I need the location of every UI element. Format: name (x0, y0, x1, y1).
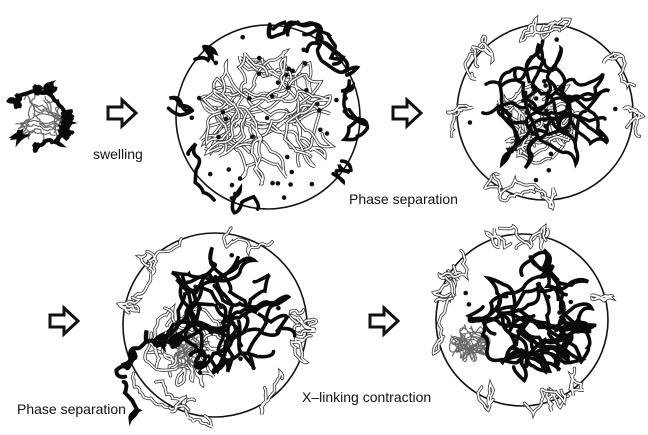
monomer-dot (554, 37, 559, 42)
shell-chain (341, 81, 366, 124)
arrow-right-icon (393, 100, 421, 126)
monomer-dot (317, 108, 322, 113)
stage-5-crosslinked-particle (433, 226, 612, 414)
monomer-dot (247, 96, 252, 101)
monomer-dot (468, 120, 473, 125)
monomer-dot (524, 110, 529, 115)
monomer-dot (198, 371, 203, 376)
monomer-dot (505, 324, 510, 329)
ring-chain (604, 53, 635, 85)
arrow-right-icon (50, 308, 78, 334)
monomer-dot (325, 131, 330, 136)
swelling-label: swelling (93, 146, 143, 162)
monomer-dot (230, 183, 235, 188)
monomer-dot (284, 73, 289, 78)
monomer-dot (529, 55, 534, 60)
monomer-dot (572, 125, 577, 130)
monomer-dot (265, 116, 270, 121)
monomer-dot (547, 168, 552, 173)
monomer-dot (534, 178, 539, 183)
monomer-dot (545, 348, 550, 353)
xlinking-contraction-label: X–linking contraction (302, 389, 431, 405)
shell-chain (9, 94, 22, 107)
monomer-dot (229, 253, 234, 258)
monomer-dot (613, 107, 618, 112)
monomer-dot (270, 181, 275, 186)
arrow-right-icon (370, 308, 398, 334)
monomer-dot (190, 116, 195, 121)
monomer-dot (318, 128, 323, 133)
stage-4-phase-separated-particle (116, 228, 316, 427)
monomer-dot (276, 80, 281, 85)
monomer-dot (270, 94, 275, 99)
monomer-dot (304, 88, 309, 93)
stage-1-tiny-particle (9, 84, 73, 151)
monomer-dot (221, 321, 226, 326)
monomer-dot (238, 176, 243, 181)
monomer-dot (288, 182, 293, 187)
monomer-dot (221, 110, 226, 115)
monomer-dot (165, 339, 170, 344)
monomer-dot (463, 291, 468, 296)
monomer-dot (534, 130, 539, 135)
monomer-dot (257, 71, 262, 76)
phase-separation-label-1: Phase separation (349, 191, 458, 207)
monomer-dot (508, 113, 513, 118)
monomer-dot (285, 155, 290, 160)
monomer-dot (516, 335, 521, 340)
monomer-dot (544, 109, 549, 114)
monomer-dot (264, 318, 269, 323)
monomer-dot (166, 330, 171, 335)
monomer-dot (315, 102, 320, 107)
shell-chain (34, 140, 52, 151)
monomer-dot (290, 69, 295, 74)
monomer-dot (219, 305, 224, 310)
monomer-dot (240, 35, 245, 40)
monomer-dot (549, 152, 554, 157)
shell-chain (195, 47, 215, 61)
monomer-dot (197, 96, 202, 101)
arrow-right-icon (108, 100, 136, 126)
monomer-dot (557, 310, 562, 315)
monomer-dot (286, 85, 291, 90)
monomer-dot (227, 167, 232, 172)
monomer-dot (543, 124, 548, 129)
monomer-dot (546, 295, 551, 300)
monomer-dot (282, 195, 287, 200)
monomer-dot (286, 67, 291, 72)
monomer-dot (467, 302, 472, 307)
monomer-dot (565, 125, 570, 130)
monomer-dot (250, 135, 255, 140)
monomer-dot (534, 96, 539, 101)
monomer-dot (569, 300, 574, 305)
shell-chain (35, 87, 42, 94)
ring-chain (170, 397, 213, 427)
monomer-dot (543, 83, 548, 88)
monomer-dot (290, 170, 295, 175)
shell-chain (44, 84, 55, 94)
monomer-dot (208, 172, 213, 177)
ring-chain (524, 389, 565, 414)
monomer-dot (216, 135, 221, 140)
monomer-dot (224, 117, 229, 122)
shell-chain (15, 132, 24, 141)
monomer-dot (310, 182, 315, 187)
ring-chain (147, 239, 181, 275)
stage-3-phase-separated-particle (448, 18, 643, 208)
monomer-dot (334, 98, 339, 103)
monomer-dot (303, 61, 308, 66)
monomer-dot (513, 146, 518, 151)
monomer-dot (276, 306, 281, 311)
monomer-dot (542, 79, 547, 84)
monomer-dot (257, 56, 262, 61)
monomer-dot (238, 357, 243, 362)
stage-2-swollen-particle (169, 22, 368, 213)
shell-chain (169, 98, 193, 116)
monomer-dot (276, 181, 281, 186)
ring-chain (535, 188, 555, 208)
phase-separation-label-2: Phase separation (17, 401, 126, 417)
shell-chain (171, 335, 180, 347)
